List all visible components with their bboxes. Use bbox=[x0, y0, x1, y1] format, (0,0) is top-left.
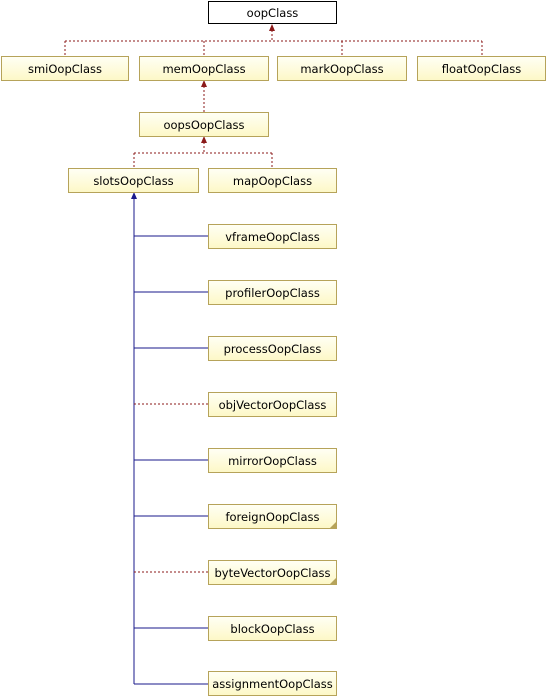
node-mapoopclass-label: mapOopClass bbox=[232, 173, 313, 188]
node-processoopclass[interactable]: processOopClass bbox=[208, 336, 337, 361]
node-slotsoopclass-label: slotsOopClass bbox=[93, 173, 174, 188]
node-oopclass[interactable]: oopClass bbox=[208, 1, 337, 24]
node-profileroopclass-label: profilerOopClass bbox=[225, 285, 320, 300]
node-foreignoopclass[interactable]: foreignOopClass bbox=[208, 504, 337, 529]
node-markoopclass-label: markOopClass bbox=[300, 61, 384, 76]
collapsed-children-marker bbox=[330, 522, 336, 528]
node-smioopclass-label: smiOopClass bbox=[27, 61, 103, 76]
edge-slotsoopclass-arrowhead bbox=[131, 192, 137, 199]
node-memoopclass[interactable]: memOopClass bbox=[139, 56, 269, 81]
node-markoopclass[interactable]: markOopClass bbox=[277, 56, 407, 81]
node-smioopclass[interactable]: smiOopClass bbox=[1, 56, 129, 81]
node-floatoopclass-label: floatOopClass bbox=[441, 61, 522, 76]
node-processoopclass-label: processOopClass bbox=[223, 341, 322, 356]
node-memoopclass-label: memOopClass bbox=[162, 61, 246, 76]
edge-oopsoopclass-arrowhead bbox=[201, 136, 207, 143]
node-assignmentoopclass-label: assignmentOopClass bbox=[212, 676, 333, 691]
node-blockoopclass[interactable]: blockOopClass bbox=[208, 616, 337, 641]
node-blockoopclass-label: blockOopClass bbox=[230, 621, 315, 636]
node-profileroopclass[interactable]: profilerOopClass bbox=[208, 280, 337, 305]
edge-oopclass-arrowhead bbox=[269, 24, 275, 31]
node-assignmentoopclass[interactable]: assignmentOopClass bbox=[208, 671, 337, 696]
node-bytevectoroopclass[interactable]: byteVectorOopClass bbox=[208, 560, 337, 585]
node-vframeoopclass-label: vframeOopClass bbox=[225, 229, 320, 244]
node-floatoopclass[interactable]: floatOopClass bbox=[417, 56, 546, 81]
node-vframeoopclass[interactable]: vframeOopClass bbox=[208, 224, 337, 249]
collapsed-children-marker bbox=[330, 578, 336, 584]
node-oopsoopclass[interactable]: oopsOopClass bbox=[139, 112, 269, 137]
node-oopclass-label: oopClass bbox=[246, 5, 299, 20]
node-objvectoroopclass-label: objVectorOopClass bbox=[218, 397, 327, 412]
node-mirroroopclass[interactable]: mirrorOopClass bbox=[208, 448, 337, 473]
node-mirroroopclass-label: mirrorOopClass bbox=[228, 453, 317, 468]
node-mapoopclass[interactable]: mapOopClass bbox=[208, 168, 337, 193]
node-oopsoopclass-label: oopsOopClass bbox=[163, 117, 245, 132]
edge-memoopclass-arrowhead bbox=[201, 80, 207, 87]
node-slotsoopclass[interactable]: slotsOopClass bbox=[68, 168, 199, 193]
node-foreignoopclass-label: foreignOopClass bbox=[225, 509, 320, 524]
node-objvectoroopclass[interactable]: objVectorOopClass bbox=[208, 392, 337, 417]
node-bytevectoroopclass-label: byteVectorOopClass bbox=[214, 565, 331, 580]
